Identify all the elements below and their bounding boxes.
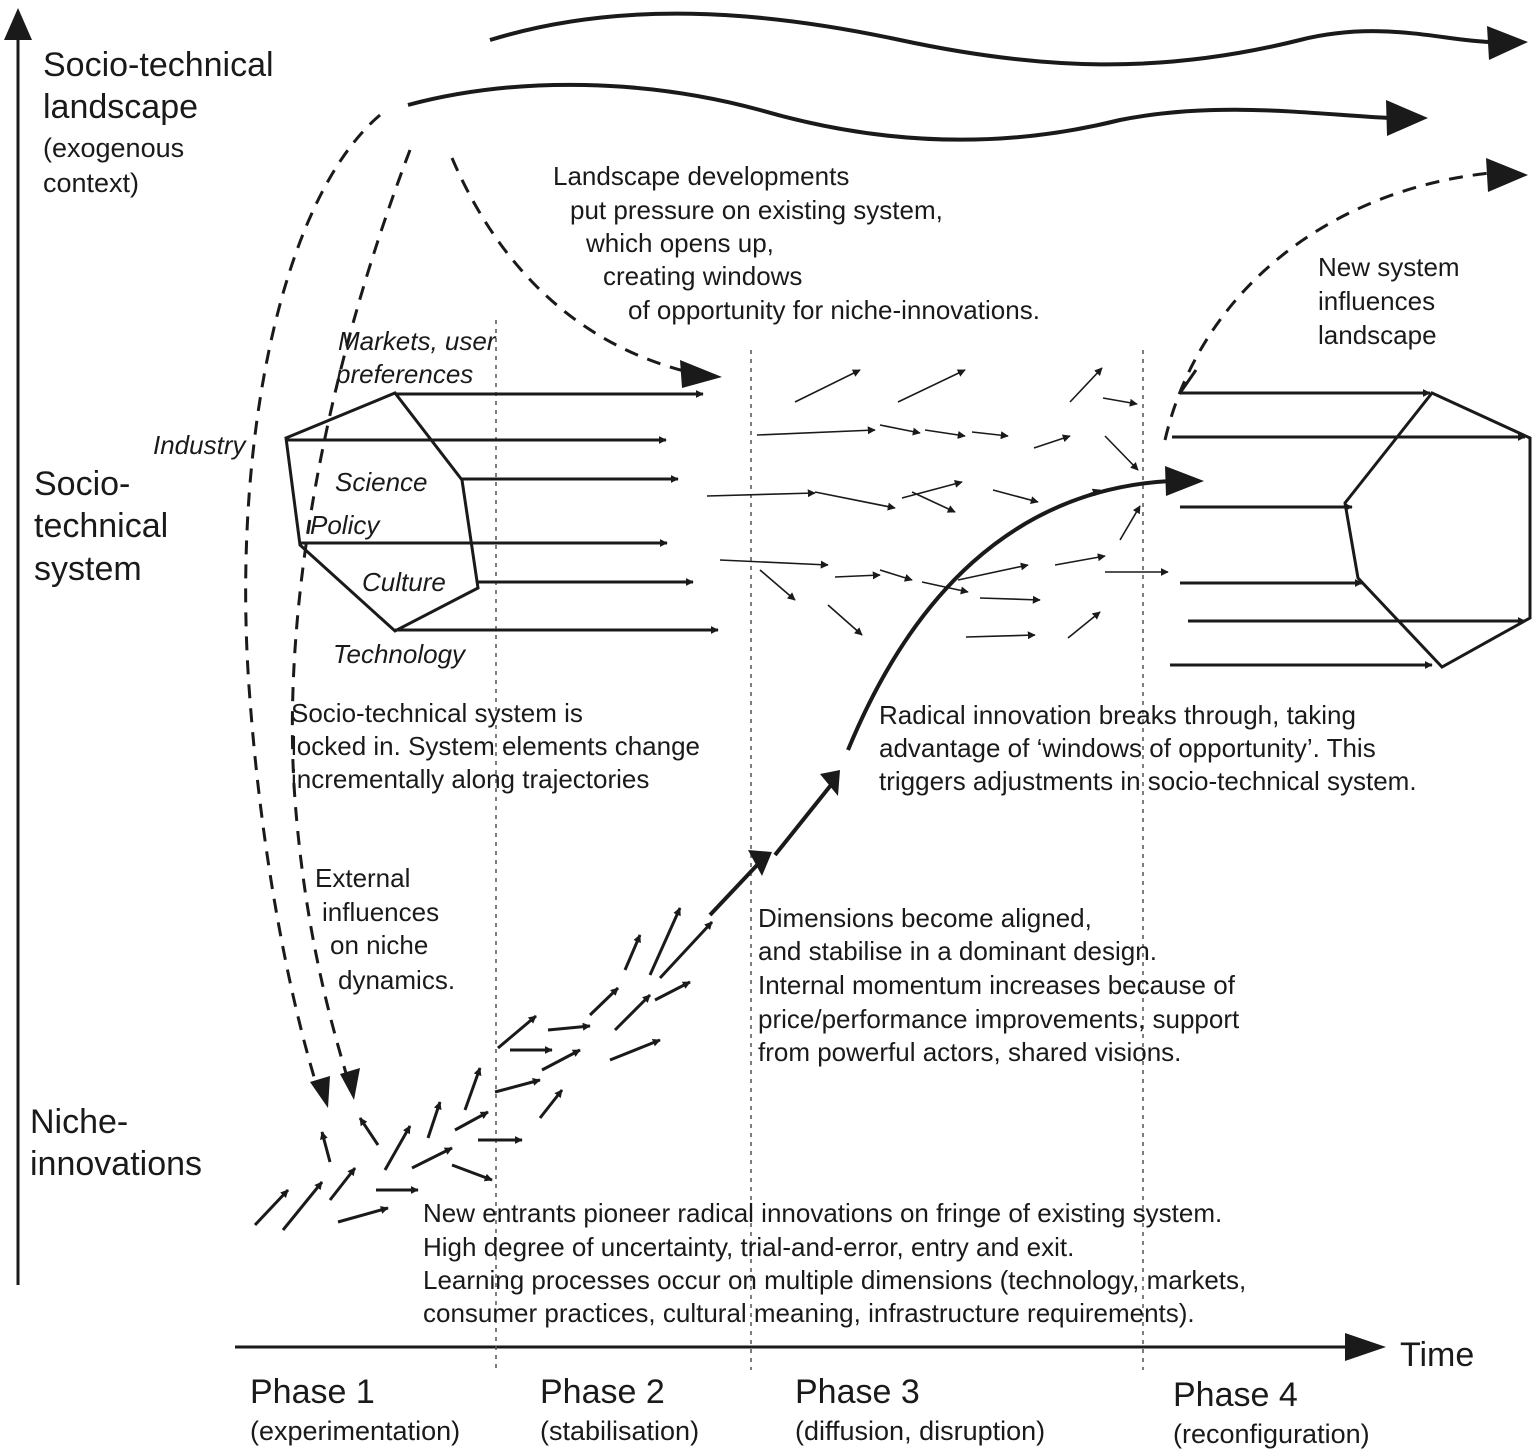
svg-text:landscape: landscape [43, 88, 198, 126]
svg-text:creating windows: creating windows [603, 261, 802, 291]
svg-text:incrementally along trajectori: incrementally along trajectories [291, 764, 649, 794]
svg-text:Dimensions become aligned,: Dimensions become aligned, [758, 903, 1092, 933]
svg-text:which opens up,: which opens up, [585, 228, 774, 258]
landscape-wave-bottom [407, 82, 1391, 142]
svg-text:on niche: on niche [330, 930, 428, 960]
phase-dividers [495, 320, 1144, 1370]
svg-text:New system: New system [1318, 252, 1460, 282]
new-system-arrowhead [1486, 158, 1528, 192]
breakthrough-annotation: Radical innovation breaks through, takin… [879, 700, 1417, 796]
landscape-level-label: Socio-technical landscape (exogenous con… [43, 46, 274, 198]
svg-text:(experimentation): (experimentation) [250, 1416, 460, 1446]
svg-text:Phase 1: Phase 1 [250, 1373, 375, 1411]
svg-text:Industry: Industry [153, 430, 247, 460]
trajectory-arrowhead-2 [820, 770, 840, 796]
svg-text:technical: technical [34, 507, 168, 545]
system-level-label: Socio- technical system [34, 465, 168, 588]
external-influence-arrow-inner [290, 149, 412, 1081]
niche-level-label: Niche- innovations [30, 1103, 202, 1183]
svg-text:put pressure on existing syste: put pressure on existing system, [570, 195, 943, 225]
time-axis-label: Time [1400, 1336, 1474, 1374]
svg-text:triggers adjustments in socio-: triggers adjustments in socio-technical … [879, 766, 1417, 796]
svg-text:External: External [315, 863, 410, 893]
svg-text:Policy: Policy [310, 510, 381, 540]
phase-2-label: Phase 2 (stabilisation) [540, 1373, 699, 1446]
new-system-arrows [1170, 389, 1526, 669]
svg-text:Science: Science [335, 467, 428, 497]
svg-text:High degree of uncertainty, tr: High degree of uncertainty, trial-and-er… [423, 1232, 1074, 1262]
svg-text:(stabilisation): (stabilisation) [540, 1416, 699, 1446]
svg-text:locked in. System elements cha: locked in. System elements change [291, 731, 700, 761]
svg-text:Phase 4: Phase 4 [1173, 1376, 1298, 1414]
system-trajectory-arrows [286, 390, 719, 634]
svg-text:Niche-: Niche- [30, 1103, 128, 1141]
aligned-annotation: Dimensions become aligned, and stabilise… [758, 903, 1240, 1067]
svg-text:innovations: innovations [30, 1145, 202, 1183]
svg-text:advantage of ‘windows of oppor: advantage of ‘windows of opportunity’. T… [879, 733, 1376, 763]
landscape-wave-arrows [407, 11, 1491, 142]
new-system-influence-arrow [1163, 171, 1491, 441]
svg-text:Learning processes occur on mu: Learning processes occur on multiple dim… [423, 1265, 1246, 1295]
svg-text:Technology: Technology [333, 639, 467, 669]
svg-text:landscape: landscape [1318, 320, 1437, 350]
landscape-pressure-arrow [450, 157, 689, 374]
pressure-arrowhead [680, 360, 722, 388]
svg-text:price/performance improvements: price/performance improvements, support [758, 1004, 1240, 1034]
landscape-pressure-annotation: Landscape developments put pressure on e… [553, 161, 1040, 325]
svg-text:influences: influences [322, 897, 439, 927]
trajectory-arrowhead-1 [748, 850, 772, 876]
dashed-influence-arrows [244, 113, 1491, 1091]
svg-text:Socio-technical system is: Socio-technical system is [291, 698, 583, 728]
external-arrowhead-1 [310, 1076, 330, 1108]
svg-text:context): context) [43, 168, 139, 198]
svg-text:preferences: preferences [335, 359, 473, 389]
svg-text:consumer practices, cultural m: consumer practices, cultural meaning, in… [423, 1298, 1195, 1328]
time-axis [235, 1333, 1386, 1361]
svg-text:(exogenous: (exogenous [43, 133, 184, 163]
niche-innovation-arrows [253, 907, 714, 1231]
svg-text:from powerful actors, shared v: from powerful actors, shared visions. [758, 1037, 1181, 1067]
svg-text:New entrants pioneer radical i: New entrants pioneer radical innovations… [423, 1198, 1222, 1228]
svg-text:of opportunity for niche-innov: of opportunity for niche-innovations. [628, 295, 1040, 325]
svg-text:Socio-: Socio- [34, 465, 130, 503]
svg-text:Radical innovation breaks thro: Radical innovation breaks through, takin… [879, 700, 1356, 730]
svg-text:Culture: Culture [362, 567, 446, 597]
landscape-wave-top-arrowhead [1487, 26, 1528, 60]
hexagon-dimension-labels: Markets, user preferences Industry Scien… [153, 326, 497, 669]
external-influence-arrow-outer [244, 113, 381, 1091]
phase-1-label: Phase 1 (experimentation) [250, 1373, 460, 1446]
landscape-wave-top [489, 11, 1491, 67]
svg-text:Socio-technical: Socio-technical [43, 46, 274, 84]
new-system-annotation: New system influences landscape [1318, 252, 1460, 350]
breakthrough-trajectory [708, 479, 1171, 917]
svg-text:Internal momentum increases be: Internal momentum increases because of [758, 970, 1236, 1000]
svg-text:Phase 3: Phase 3 [795, 1373, 920, 1411]
locked-in-annotation: Socio-technical system is locked in. Sys… [291, 698, 700, 794]
svg-text:Phase 2: Phase 2 [540, 1373, 665, 1411]
new-system-hexagon [1343, 391, 1532, 669]
svg-text:influences: influences [1318, 286, 1435, 316]
svg-text:Landscape developments: Landscape developments [553, 161, 849, 191]
vertical-axis [4, 8, 32, 1285]
new-entrants-annotation: New entrants pioneer radical innovations… [423, 1198, 1246, 1328]
svg-text:and stabilise in a dominant de: and stabilise in a dominant design. [758, 936, 1157, 966]
landscape-wave-bottom-arrowhead [1386, 100, 1428, 136]
new-system-entry-line [1178, 369, 1198, 394]
svg-text:system: system [34, 550, 142, 588]
trajectory-arrowhead-3 [1165, 466, 1204, 496]
svg-text:(reconfiguration): (reconfiguration) [1173, 1419, 1370, 1449]
svg-text:(diffusion, disruption): (diffusion, disruption) [795, 1416, 1045, 1446]
phase-4-label: Phase 4 (reconfiguration) [1173, 1376, 1370, 1449]
external-influences-annotation: External influences on niche dynamics. [315, 863, 455, 995]
external-arrowhead-2 [340, 1068, 360, 1100]
svg-text:Markets, user: Markets, user [338, 326, 497, 356]
phase-3-label: Phase 3 (diffusion, disruption) [795, 1373, 1045, 1446]
svg-text:dynamics.: dynamics. [338, 965, 455, 995]
